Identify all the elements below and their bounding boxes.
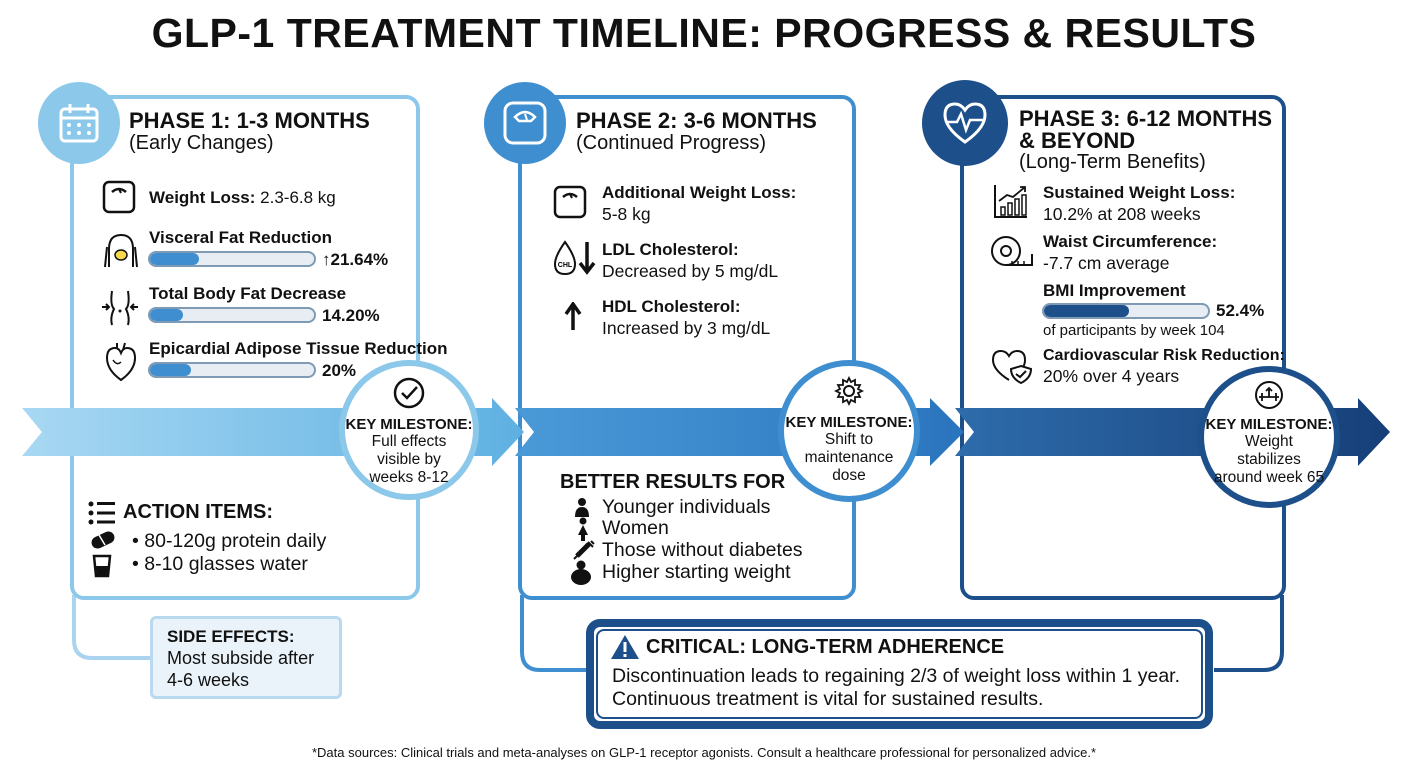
arrow-up-icon [563,300,583,337]
critical-box: CRITICAL: LONG-TERM ADHERENCE Discontinu… [586,619,1213,729]
critical-title: CRITICAL: LONG-TERM ADHERENCE [646,636,1005,658]
phase2-item-value: Increased by 3 mg/dL [602,318,771,338]
syringe-icon [573,540,595,565]
visceral-fat-value: ↑21.64% [322,250,389,269]
critical-line2: Continuous treatment is vital for sustai… [612,688,1044,710]
phase2-item-label: Additional Weight Loss: [602,183,797,202]
heart-shield-icon [991,348,1033,389]
phase2-item-label: HDL Cholesterol: [602,297,741,316]
better-item: Women [602,517,669,539]
tape-measure-icon [990,234,1034,273]
bmi-value: 52.4% [1216,301,1265,320]
phase2-item-label: LDL Cholesterol: [602,240,739,259]
phase3-item-label: Sustained Weight Loss: [1043,183,1236,202]
scale-icon [102,180,136,219]
side-effects-box: SIDE EFFECTS: Most subside after 4-6 wee… [150,616,342,699]
weight-loss-label: Weight Loss: 2.3-6.8 kg [149,188,336,207]
metric-label: Epicardial Adipose Tissue Reduction [149,339,448,358]
phase3-title: PHASE 3: 6-12 MONTHS [1019,106,1273,131]
phase2-item-value: 5-8 kg [602,204,651,224]
page-title: GLP-1 TREATMENT TIMELINE: PROGRESS & RES… [151,10,1257,56]
growth-chart-icon [993,183,1029,224]
scale-icon [484,82,566,164]
critical-line1: Discontinuation leads to regaining 2/3 o… [612,665,1181,687]
phase3-title-2: & BEYOND [1019,128,1136,153]
phase3-milestone: KEY MILESTONE: Weight stabilizes around … [1198,366,1340,508]
better-item: Those without diabetes [602,539,803,561]
phase1-subtitle: (Early Changes) [129,132,274,154]
person-icon [574,497,590,522]
phase3-panel [960,95,1286,600]
phase1-title: PHASE 1: 1-3 MONTHS [129,108,370,133]
footer-note: *Data sources: Clinical trials and meta-… [311,745,1097,760]
epicardial-value: 20% [322,361,357,380]
warning-icon [611,635,639,659]
gear-icon [834,376,864,406]
phase2-subtitle: (Continued Progress) [576,132,767,154]
person-large-icon [570,560,592,591]
cardio-label: Cardiovascular Risk Reduction: [1043,347,1285,364]
checkmark-icon [393,377,425,409]
visceral-fat-bar [148,251,316,267]
bmi-bar [1042,303,1210,319]
better-item: Younger individuals [602,496,771,518]
bmi-label: BMI Improvement [1043,281,1186,300]
better-item: Higher starting weight [602,561,791,583]
phase3-item-value: -7.7 cm average [1043,253,1170,273]
woman-icon [576,517,590,546]
heart-icon [103,342,139,387]
cholesterol-down-icon: CHL [551,238,597,283]
stabilize-icon [1255,381,1283,409]
epicardial-bar [148,362,316,378]
phase3-item-value: 10.2% at 208 weeks [1043,204,1201,224]
pill-icon [90,531,116,554]
calendar-icon [38,82,120,164]
bmi-note: of participants by week 104 [1043,322,1225,339]
phase2-item-value: Decreased by 5 mg/dL [602,261,779,281]
phase1-milestone: KEY MILESTONE: Full effects visible by w… [339,360,479,500]
action-item: • 80-120g protein daily [132,530,327,552]
body-fat-bar [148,307,316,323]
action-items-title: ACTION ITEMS: [123,501,273,523]
list-icon [88,500,116,531]
phase2-panel [518,95,856,600]
action-item: • 8-10 glasses water [132,553,308,575]
scale-icon [553,185,587,224]
body-fat-icon [100,287,140,332]
phase2-title: PHASE 2: 3-6 MONTHS [576,108,817,133]
phase3-subtitle: (Long-Term Benefits) [1019,151,1206,173]
svg-text:CHL: CHL [558,262,573,269]
water-glass-icon [92,554,112,583]
heart-pulse-icon [922,80,1008,166]
body-fat-value: 14.20% [322,306,380,325]
visceral-fat-icon [101,229,141,274]
cardio-value: 20% over 4 years [1043,366,1180,386]
phase2-milestone: KEY MILESTONE: Shift to maintenance dose [778,360,920,502]
phase3-item-label: Waist Circumference: [1043,232,1218,251]
metric-label: Visceral Fat Reduction [149,228,332,247]
metric-label: Total Body Fat Decrease [149,284,347,303]
better-results-title: BETTER RESULTS FOR [560,471,786,493]
